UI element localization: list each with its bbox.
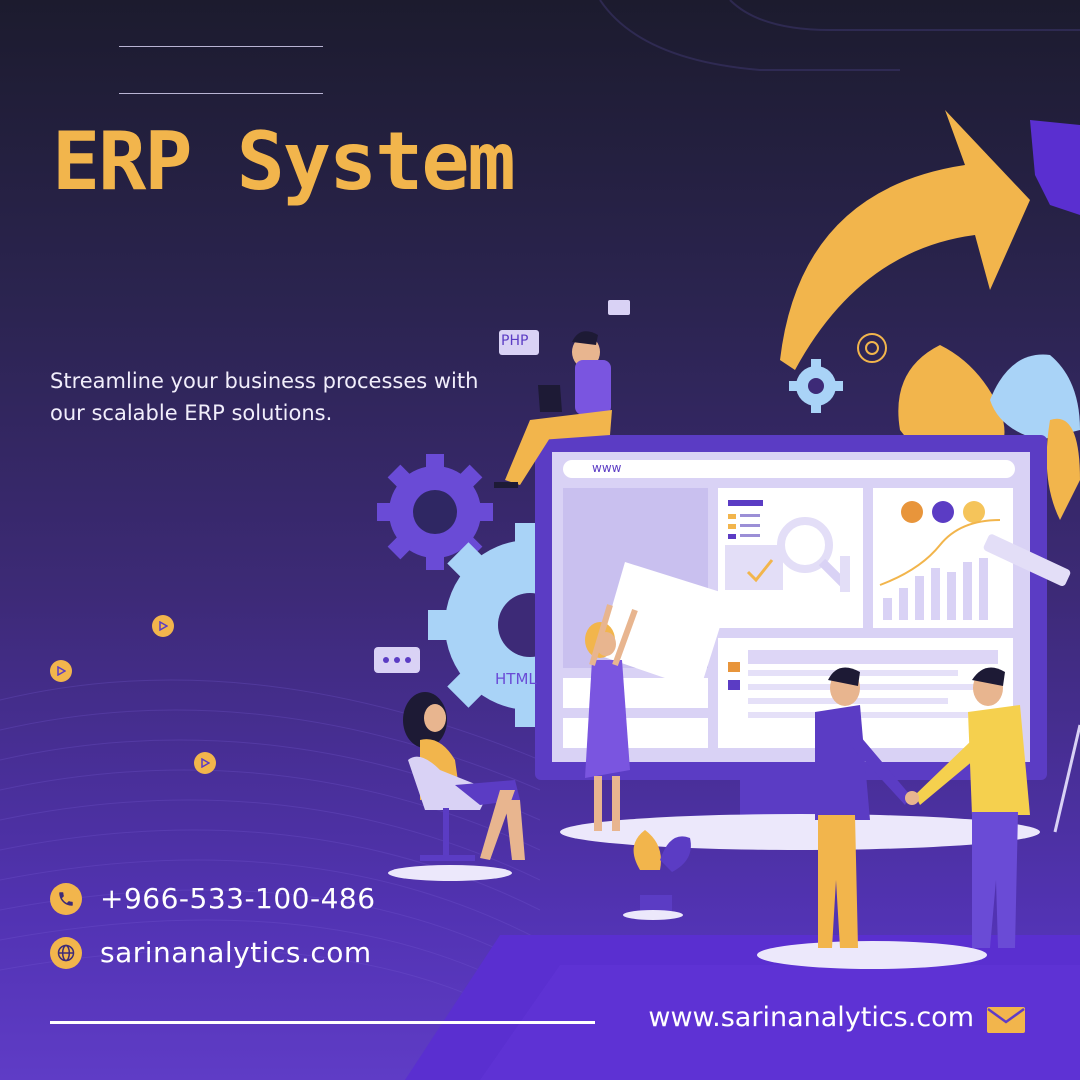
top-rule-1: [119, 46, 323, 47]
contact-phone[interactable]: +966-533-100-486: [50, 882, 376, 915]
phone-number: +966-533-100-486: [100, 882, 376, 915]
top-rule-2: [119, 93, 323, 94]
phone-icon: [50, 882, 82, 915]
browser-url-bar: [563, 460, 1015, 478]
contact-website[interactable]: sarinanalytics.com: [50, 936, 372, 969]
gear-icon: [789, 359, 843, 413]
footer-divider: [50, 1021, 595, 1024]
html-label: HTML: [495, 670, 537, 688]
gear-icon: [857, 333, 887, 363]
play-icon: [50, 660, 72, 682]
leaf-shape: [990, 354, 1080, 440]
chat-bubble: [608, 300, 630, 315]
browser-url-text: www: [592, 461, 622, 475]
play-icon: [152, 615, 174, 637]
growth-arrow: [780, 110, 1030, 370]
php-label: PHP: [501, 333, 529, 349]
website-link: sarinanalytics.com: [100, 936, 372, 969]
gear-icon: [377, 454, 493, 570]
play-icon: [194, 752, 216, 774]
php-badge: [499, 330, 539, 355]
tagline: Streamline your business processes with …: [50, 369, 479, 425]
footer-url-link[interactable]: www.sarinanalytics.com: [648, 1002, 974, 1033]
globe-icon: [50, 936, 82, 969]
mail-icon[interactable]: [986, 1006, 1026, 1038]
page-title: ERP System: [52, 115, 516, 208]
leaf-shape: [1046, 418, 1080, 520]
purple-flag: [1030, 120, 1080, 215]
checkmark-icon: [746, 559, 774, 583]
